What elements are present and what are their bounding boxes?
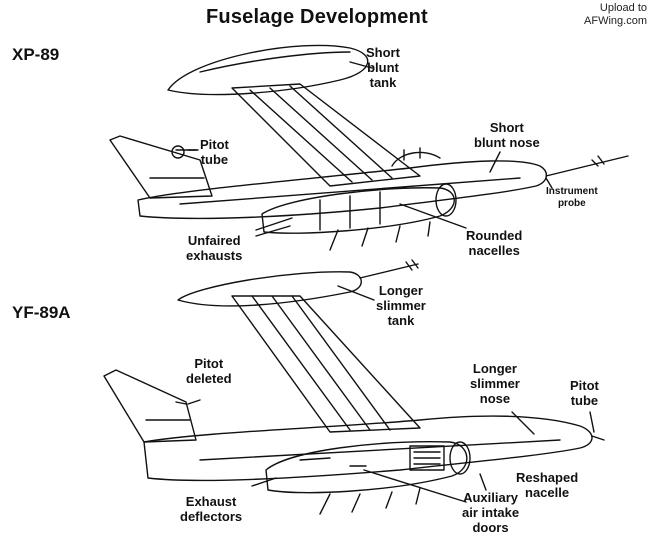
- xp89-drawing: [109, 44, 629, 251]
- model-label-yf89a: YF-89A: [12, 303, 71, 322]
- watermark: Upload to AFWing.com: [584, 2, 647, 27]
- model-label-xp89: XP-89: [12, 45, 60, 64]
- page-title: Fuselage Development: [206, 6, 428, 28]
- yf89a-drawing: [103, 259, 605, 515]
